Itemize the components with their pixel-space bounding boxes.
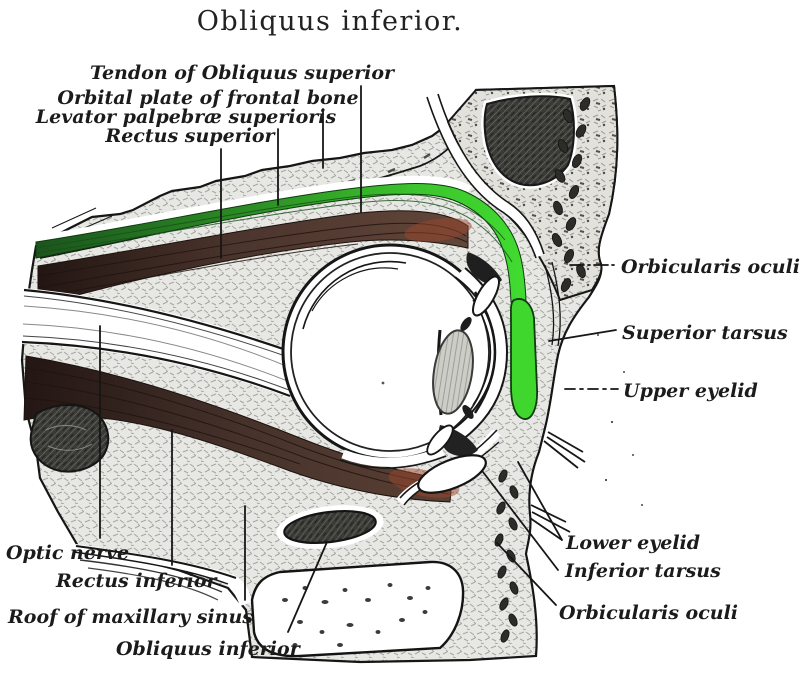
sinus-speckles (282, 583, 431, 647)
label-inferior-tarsus: Inferior tarsus (564, 560, 721, 582)
obliquus-inferior-section (276, 505, 384, 549)
lower-eyelashes (529, 504, 571, 541)
label-orbicularis-oculi-lower: Orbicularis oculi (559, 602, 738, 624)
vitreous-dot (381, 381, 385, 385)
label-obliquus-inferior: Obliquus inferior (116, 638, 302, 660)
iris-lower (462, 405, 474, 419)
orbicularis-fascicles-upper (551, 97, 591, 292)
label-rectus-superior: Rectus superior (104, 125, 276, 147)
ink-specks (597, 334, 643, 506)
figure-title: Obliquus inferior. (197, 6, 464, 37)
maxillary-sinus-roof (73, 544, 252, 606)
label-tendon-obliquus-superior: Tendon of Obliquus superior (90, 62, 396, 84)
label-upper-eyelid: Upper eyelid (623, 380, 758, 402)
inferior-fornix-pocket (426, 424, 454, 456)
superior-tarsus-highlight (509, 298, 538, 420)
leader-superior-tarsus (548, 329, 617, 342)
subperiosteal-white-strip (36, 175, 472, 252)
lens (432, 317, 474, 419)
label-roof-maxillary-sinus: Roof of maxillary sinus (7, 606, 253, 628)
label-orbital-plate-frontal-bone: Orbital plate of frontal bone (57, 87, 358, 109)
bone-channel-borders (426, 93, 545, 259)
orbital-septum-lines (544, 261, 561, 347)
bone-white-channel (427, 94, 545, 258)
label-levator-palpebrae-superioris: Levator palpebræ superioris (35, 106, 337, 128)
optic-nerve-band (21, 288, 296, 398)
label-optic-nerve: Optic nerve (6, 542, 129, 564)
label-lower-eyelid: Lower eyelid (565, 532, 700, 554)
leader-lines (99, 85, 619, 633)
label-orbicularis-oculi-upper: Orbicularis oculi (621, 256, 800, 278)
label-rectus-inferior: Rectus inferior (55, 570, 219, 592)
inferior-tarsus-shape (417, 454, 487, 494)
levator-rectus-superior-band (37, 210, 472, 307)
upper-eyelid-region (466, 252, 586, 469)
orbicularis-fascicles-lower (494, 469, 519, 643)
leader-orbicularis-lower (496, 542, 557, 606)
leader-obliquus-inferior (287, 541, 328, 633)
leader-inferior-tarsus (482, 471, 559, 571)
iris-upper (460, 317, 472, 331)
upper-eyelashes (543, 431, 586, 469)
frontal-sinus-cavity (483, 95, 575, 187)
label-superior-tarsus: Superior tarsus (622, 322, 788, 344)
leader-lower-eyelid (517, 461, 563, 541)
superior-fornix-pocket (472, 275, 500, 317)
maxillary-sinus-cavity (250, 560, 465, 658)
ethmoid-mass (29, 404, 110, 473)
